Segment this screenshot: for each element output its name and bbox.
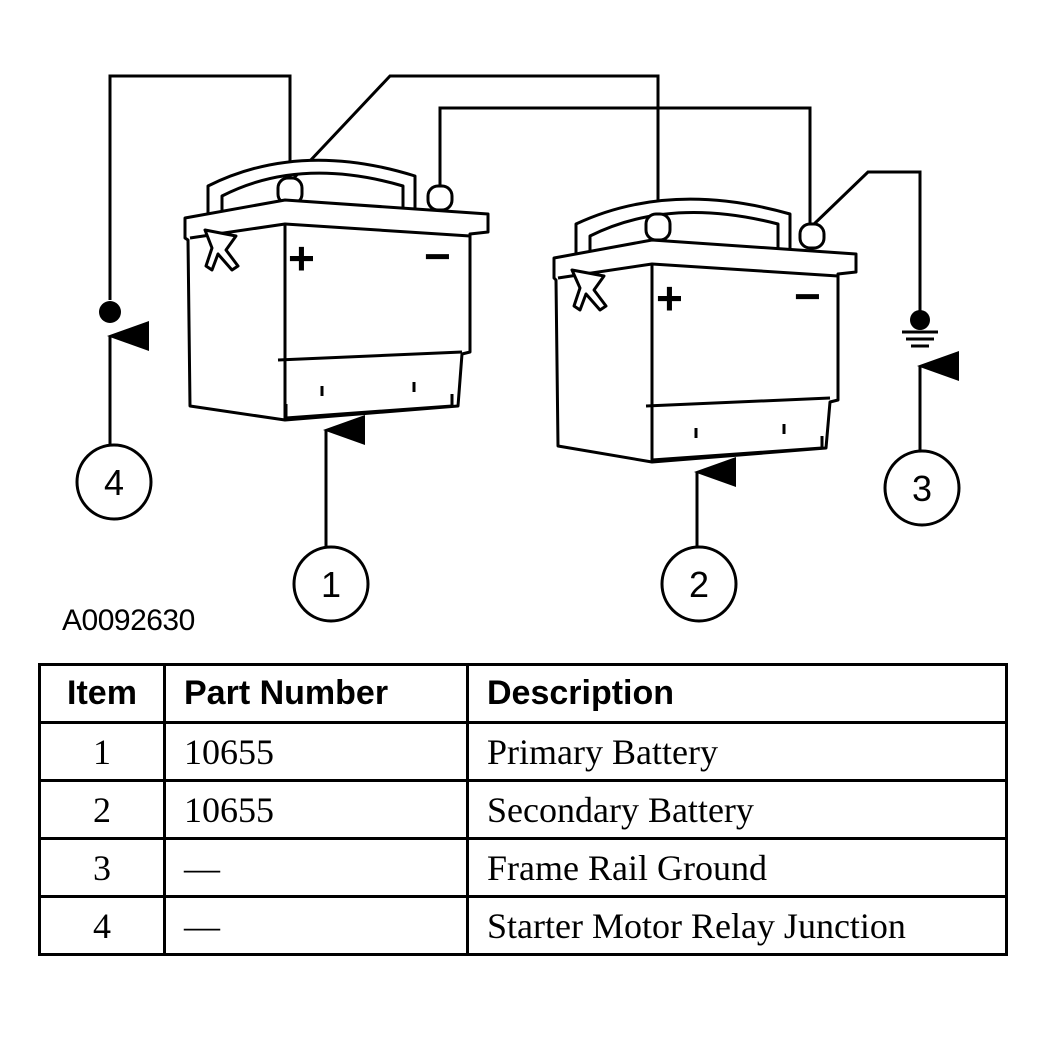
cell-item: 1 — [38, 721, 166, 782]
cable-routes — [108, 74, 922, 318]
cell-part-number: — — [163, 895, 469, 956]
minus-sign: − — [424, 230, 451, 282]
cell-item: 4 — [38, 895, 166, 956]
leader-arrows — [107, 321, 959, 548]
callout-4: 4 — [75, 443, 153, 521]
callout-label: 3 — [912, 468, 932, 509]
plus-sign: + — [288, 232, 315, 284]
header-description: Description — [466, 663, 1008, 724]
base-plate — [650, 436, 824, 462]
cable-secondary-negative-to-ground — [810, 170, 922, 318]
cell-description: Starter Motor Relay Junction — [466, 895, 1008, 956]
secondary-battery — [552, 197, 858, 464]
callout-label: 1 — [321, 564, 341, 605]
primary-battery — [183, 158, 490, 422]
battery-body — [552, 238, 858, 464]
table-header-row: Item Part Number Description — [38, 663, 1008, 724]
parts-table: Item Part Number Description 1 10655 Pri… — [38, 663, 1008, 956]
relay-junction-dot — [99, 301, 121, 323]
table-row: 2 10655 Secondary Battery — [38, 779, 1008, 840]
cable-primary-negative-to-secondary-negative — [438, 106, 812, 226]
table-row: 4 — Starter Motor Relay Junction — [38, 895, 1008, 956]
callout-label: 2 — [689, 564, 709, 605]
battery-wiring-diagram: + − + − 4 1 2 — [75, 74, 961, 623]
terminal-negative — [798, 222, 826, 250]
cell-part-number: 10655 — [163, 721, 469, 782]
header-item: Item — [38, 663, 166, 724]
callout-label: 4 — [104, 462, 124, 503]
base-step — [645, 396, 831, 408]
cell-item: 2 — [38, 779, 166, 840]
cell-part-number: 10655 — [163, 779, 469, 840]
cell-part-number: — — [163, 837, 469, 898]
cell-description: Primary Battery — [466, 721, 1008, 782]
table-row: 3 — Frame Rail Ground — [38, 837, 1008, 898]
vent-cap — [570, 268, 608, 312]
ground-symbol — [902, 310, 938, 348]
minus-sign: − — [794, 270, 821, 322]
callout-1: 1 — [292, 545, 370, 623]
cell-description: Secondary Battery — [466, 779, 1008, 840]
callout-3: 3 — [883, 449, 961, 527]
figure-id: A0092630 — [62, 604, 195, 637]
base-step — [277, 350, 463, 362]
table-row: 1 10655 Primary Battery — [38, 721, 1008, 782]
battery-body — [183, 198, 490, 422]
terminal-negative — [426, 184, 454, 212]
terminal-positive — [644, 212, 672, 242]
cable-primary-positive-to-secondary-positive — [290, 74, 660, 214]
base-plate — [284, 394, 454, 420]
cell-description: Frame Rail Ground — [466, 837, 1008, 898]
cell-item: 3 — [38, 837, 166, 898]
vent-cap — [203, 228, 240, 272]
cable-relay-to-primary-positive — [108, 74, 292, 300]
plus-sign: + — [656, 272, 683, 324]
callout-2: 2 — [660, 545, 738, 623]
header-part-number: Part Number — [163, 663, 469, 724]
